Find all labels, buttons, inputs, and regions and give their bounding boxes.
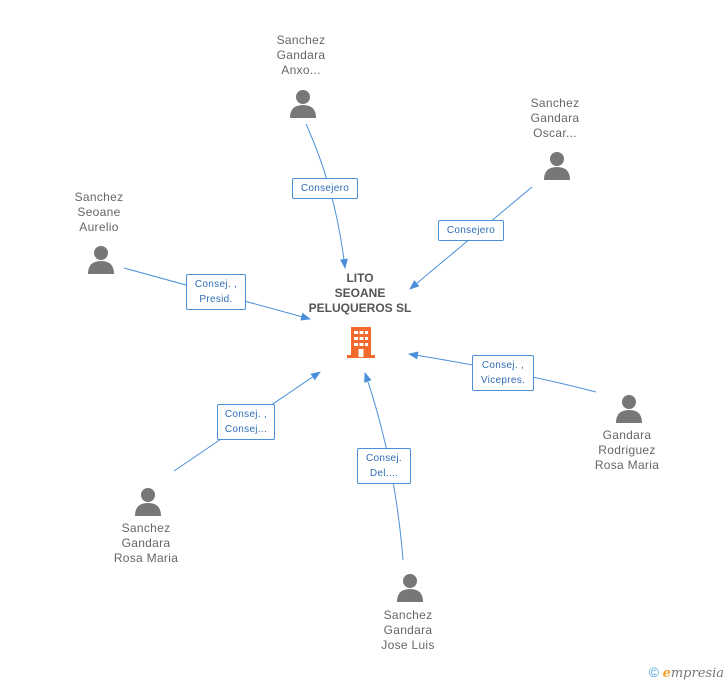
name-line: Rosa Maria — [113, 551, 179, 565]
name-line: Oscar... — [533, 126, 577, 140]
role-label-p6[interactable]: Consej. Del.... — [357, 448, 411, 484]
company-name-line: PELUQUEROS SL — [308, 301, 412, 315]
person-name-p3[interactable]: Sanchez Seoane Aurelio — [39, 190, 159, 235]
role-label-p2[interactable]: Consejero — [438, 220, 504, 241]
person-name-p2[interactable]: Sanchez Gandara Oscar... — [495, 96, 615, 141]
person-icon[interactable] — [395, 572, 425, 602]
role-line: Consejero — [446, 225, 496, 236]
building-icon[interactable] — [345, 325, 377, 359]
person-name-p4[interactable]: Gandara Rodriguez Rosa Maria — [567, 428, 687, 473]
role-line: Del.... — [369, 468, 399, 479]
role-line: Presid. — [199, 294, 233, 305]
name-line: Rodriguez — [598, 443, 656, 457]
name-line: Sanchez — [276, 33, 326, 47]
company-name-line: LITO — [346, 271, 374, 285]
name-line: Seoane — [77, 205, 121, 219]
name-line: Rosa Maria — [594, 458, 660, 472]
name-line: Sanchez — [121, 521, 171, 535]
name-line: Gandara — [276, 48, 326, 62]
role-label-p5[interactable]: Consej. , Consej... — [217, 404, 275, 440]
name-line: Anxo... — [281, 63, 321, 77]
name-line: Gandara — [530, 111, 580, 125]
person-icon[interactable] — [288, 88, 318, 118]
name-line: Jose Luis — [381, 638, 435, 652]
role-line: Consejero — [300, 183, 350, 194]
name-line: Sanchez — [74, 190, 124, 204]
role-line: Consej. , — [224, 409, 268, 420]
person-name-p1[interactable]: Sanchez Gandara Anxo... — [241, 33, 361, 78]
name-line: Sanchez — [530, 96, 580, 110]
role-line: Vicepres. — [480, 375, 526, 386]
brand-rest: mpresia — [670, 666, 724, 681]
role-label-p4[interactable]: Consej. , Vicepres. — [472, 355, 534, 391]
person-name-p5[interactable]: Sanchez Gandara Rosa Maria — [86, 521, 206, 566]
copyright-icon: © — [648, 664, 659, 680]
brand-name: empresia — [663, 666, 724, 681]
role-label-p3[interactable]: Consej. , Presid. — [186, 274, 246, 310]
role-line: Consej. , — [481, 360, 525, 371]
role-line: Consej. — [365, 453, 402, 464]
person-icon[interactable] — [133, 486, 163, 516]
role-label-p1[interactable]: Consejero — [292, 178, 358, 199]
company-name[interactable]: LITO SEOANE PELUQUEROS SL — [298, 271, 422, 316]
role-line: Consej. , — [194, 279, 238, 290]
name-line: Sanchez — [383, 608, 433, 622]
person-icon[interactable] — [614, 393, 644, 423]
person-icon[interactable] — [542, 150, 572, 180]
name-line: Aurelio — [79, 220, 119, 234]
name-line: Gandara — [121, 536, 171, 550]
brand-initial: e — [662, 666, 671, 681]
person-name-p6[interactable]: Sanchez Gandara Jose Luis — [348, 608, 468, 653]
name-line: Gandara — [602, 428, 652, 442]
name-line: Gandara — [383, 623, 433, 637]
role-line: Consej... — [224, 424, 268, 435]
empresia-logo[interactable]: © empresia — [649, 664, 724, 681]
person-icon[interactable] — [86, 244, 116, 274]
company-name-line: SEOANE — [334, 286, 386, 300]
